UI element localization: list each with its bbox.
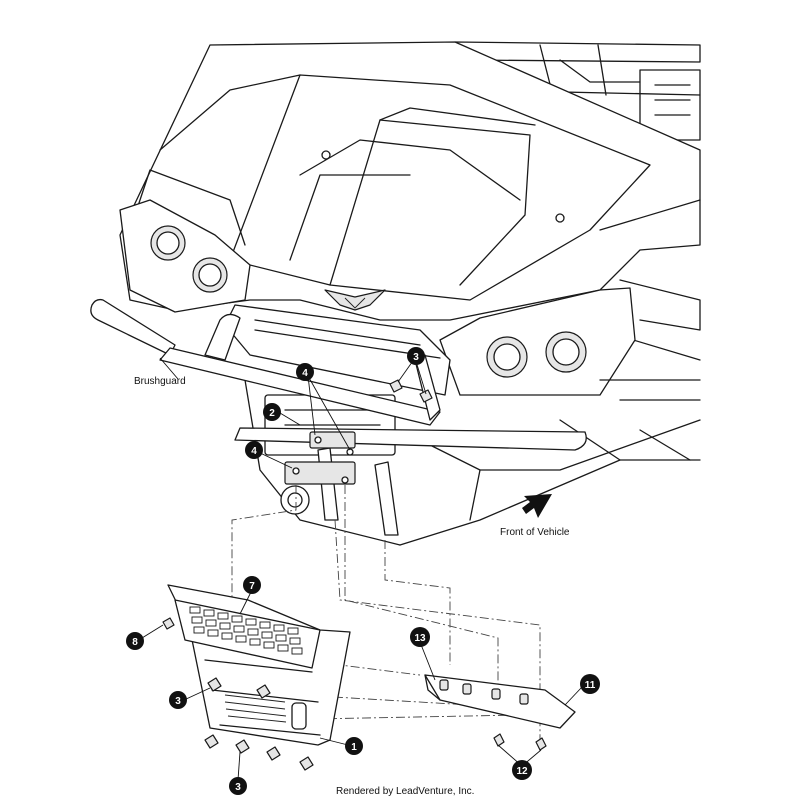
callout-number: 3 [175, 696, 181, 707]
callout-12: 12 [512, 760, 532, 780]
callout-4-top: 4 [296, 363, 314, 381]
callout-11: 11 [580, 674, 600, 694]
brushguard-label: Brushguard [134, 376, 186, 387]
callout-number: 13 [414, 633, 426, 644]
right-headlight-housing [439, 287, 636, 396]
front-of-vehicle-label: Front of Vehicle [500, 527, 570, 538]
grille-mesh [189, 606, 303, 655]
callout-number: 12 [516, 766, 528, 777]
footer-credit: Rendered by LeadVenture, Inc. [336, 786, 474, 797]
brand-emblem-icon [324, 289, 386, 311]
callout-3-top: 3 [407, 347, 425, 365]
callout-3-bottom: 3 [229, 777, 247, 795]
vent-slots [224, 694, 287, 723]
callout-number: 3 [413, 352, 419, 363]
callout-number: 1 [351, 742, 357, 753]
callout-number: 4 [302, 368, 308, 379]
callout-number: 4 [251, 446, 257, 457]
callout-4-left: 4 [245, 441, 263, 459]
brushguard [90, 298, 587, 536]
grille-insert [174, 599, 321, 669]
skid-bracket [424, 674, 576, 751]
callout-number: 11 [585, 680, 596, 691]
callout-number: 7 [249, 581, 255, 592]
callout-number: 3 [235, 782, 241, 793]
front-bumper-area [224, 304, 451, 396]
callout-2: 2 [263, 403, 281, 421]
fastener-screws [162, 617, 314, 771]
left-headlight-housing [119, 199, 251, 313]
callout-3-left: 3 [169, 691, 187, 709]
front-direction-arrow-icon [522, 494, 552, 518]
callout-13: 13 [410, 627, 430, 647]
callout-7: 7 [243, 576, 261, 594]
callout-number: 8 [132, 637, 138, 648]
vehicle-front-assembly [90, 41, 701, 546]
bolt-icon [389, 379, 433, 403]
callout-1: 1 [345, 737, 363, 755]
front-body-shell [119, 41, 701, 361]
callout-number: 2 [269, 408, 275, 419]
callout-8: 8 [126, 632, 144, 650]
